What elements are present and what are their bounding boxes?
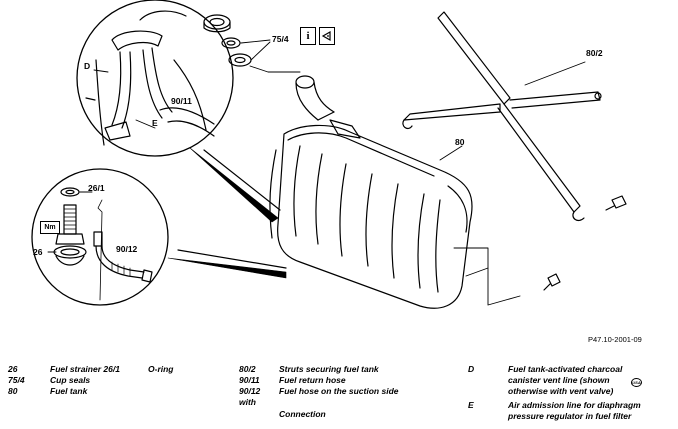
legend-row-d: D Fuel tank-activated charcoal canister … (468, 364, 642, 396)
bolt-right-upper (605, 195, 627, 211)
callout-75-4: 75/4 (272, 34, 289, 44)
figure-reference: P47.10-2001-09 (588, 335, 642, 344)
callout-90-11: 90/11 (171, 96, 192, 106)
callout-80-2: 80/2 (586, 48, 603, 58)
legend-row-75-4: 75/4 Cup seals (8, 375, 91, 385)
legend-row-e: E Air admission line for diaphragm press… (468, 400, 641, 421)
legend-row-connection: Connection (279, 409, 326, 419)
fuel-tank-80 (269, 119, 473, 309)
usa-icon: USA (631, 378, 642, 387)
legend-row-80-2: 80/2 Struts securing fuel tank (239, 364, 379, 374)
legend-row-26: 26 Fuel strainer 26/1 O-ring (8, 364, 174, 374)
legend-row-80: 80 Fuel tank (8, 386, 88, 396)
cup-seals-75-4 (203, 14, 301, 73)
callout-26: 26 (33, 247, 43, 257)
legend-row-90-11: 90/11 Fuel return hose (239, 375, 346, 385)
legend-column-2: 80/2 Struts securing fuel tank 90/11 Fue… (239, 364, 449, 420)
legend-row-90-12: 90/12 Fuel hose on the suction side (239, 386, 399, 396)
bolt-right-lower (543, 273, 561, 291)
struts-80-2 (402, 11, 602, 222)
legend-row-with: with (239, 397, 256, 407)
filler-neck (295, 75, 335, 121)
torque-nm-icon: Nm (40, 221, 60, 234)
callout-80: 80 (455, 137, 465, 147)
triangle-icon (321, 30, 331, 42)
callout-90-12: 90/12 (116, 244, 138, 254)
legend-column-1: 26 Fuel strainer 26/1 O-ring 75/4 Cup se… (8, 364, 208, 404)
lower-detail-circle (31, 168, 169, 306)
warning-triangle-icon (319, 27, 335, 45)
legend-column-3: D Fuel tank-activated charcoal canister … (468, 364, 673, 424)
callout-e: E (152, 118, 158, 128)
upper-detail-circle (76, 0, 234, 157)
callout-d: D (84, 61, 90, 71)
callout-26-1: 26/1 (88, 183, 105, 193)
info-icon: i (300, 27, 316, 45)
